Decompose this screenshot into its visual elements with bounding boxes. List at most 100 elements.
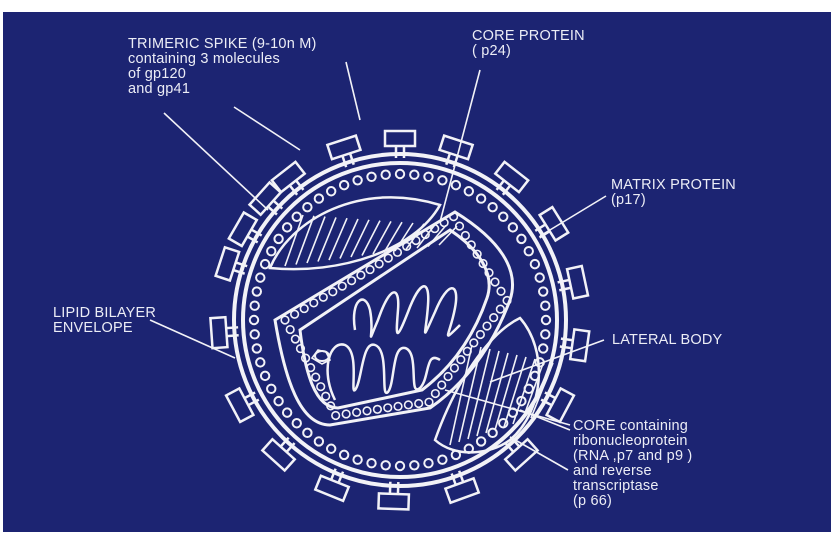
core-bead (415, 400, 423, 408)
core-bead (329, 288, 337, 296)
matrix-bead (293, 213, 301, 221)
core-bead (332, 412, 340, 420)
matrix-bead (274, 397, 282, 405)
spike (216, 247, 251, 284)
matrix-bead (340, 451, 348, 459)
core-bead (348, 277, 356, 285)
matrix-bead (531, 260, 539, 268)
matrix-bead (367, 173, 375, 181)
core-bead (281, 316, 289, 324)
label-lipid-bilayer: LIPID BILAYER ENVELOPE (53, 306, 156, 336)
core-bead (497, 287, 505, 295)
matrix-bead (267, 385, 275, 393)
label-lateral-body: LATERAL BODY (612, 333, 722, 348)
core-bead (412, 237, 420, 245)
matrix-bead (353, 176, 361, 184)
core-bead (462, 232, 470, 240)
core-bead (438, 381, 446, 389)
leader-core-3 (510, 437, 568, 470)
matrix-bead (477, 194, 485, 202)
core-bead (292, 335, 300, 343)
core-bead (451, 364, 459, 372)
matrix-bead (253, 344, 261, 352)
spike (327, 136, 364, 171)
rna-strand-upper (354, 286, 460, 336)
core-bead (312, 373, 320, 381)
core-bead (470, 339, 478, 347)
spike-head (210, 317, 227, 348)
matrix-bead (250, 316, 258, 324)
label-trimeric-spike: TRIMERIC SPIKE (9-10n M) containing 3 mo… (128, 37, 317, 97)
matrix-bead (396, 170, 404, 178)
matrix-bead (465, 187, 473, 195)
matrix-bead (424, 459, 432, 467)
matrix-bead (274, 235, 282, 243)
matrix-bead (381, 461, 389, 469)
matrix-bead (477, 437, 485, 445)
matrix-bead (283, 408, 291, 416)
core-bead (375, 260, 383, 268)
core-bead (405, 401, 413, 409)
core-bead (384, 404, 392, 412)
core-bead (286, 326, 294, 334)
matrix-bead (303, 203, 311, 211)
lateral-body-upper (270, 197, 440, 269)
leader-matrix (540, 196, 606, 236)
leader-spike-2 (164, 113, 268, 210)
spike-head (327, 136, 360, 160)
matrix-bead (261, 260, 269, 268)
matrix-bead (499, 213, 507, 221)
matrix-bead (541, 330, 549, 338)
core-bead (317, 383, 325, 391)
hatch-line (340, 219, 358, 259)
core-bead (444, 373, 452, 381)
core-bead (497, 305, 505, 313)
matrix-bead (293, 419, 301, 427)
core-bead (490, 314, 498, 322)
core-bead (384, 254, 392, 262)
core-bead (425, 398, 433, 406)
matrix-bead (539, 287, 547, 295)
spike-head (567, 266, 588, 298)
matrix-bead (251, 301, 259, 309)
leader-spike-3 (346, 62, 360, 120)
matrix-bead (488, 203, 496, 211)
matrix-bead (541, 301, 549, 309)
matrix-bead (452, 181, 460, 189)
core-capsid-outer (275, 212, 513, 425)
core-bead (291, 310, 299, 318)
core-bead (477, 331, 485, 339)
lateral-body-upper-hatch (285, 215, 457, 266)
matrix-bead (261, 372, 269, 380)
spike-stalk (561, 339, 573, 341)
core-bead (338, 282, 346, 290)
matrix-bead (267, 247, 275, 255)
core-bead (342, 410, 350, 418)
matrix-bead (381, 171, 389, 179)
core-bead (374, 406, 382, 414)
matrix-bead (517, 235, 525, 243)
core-bead (320, 293, 328, 301)
hatch-line (351, 220, 369, 257)
core-bead (457, 356, 465, 364)
core-bead (394, 403, 402, 411)
trimeric-spikes (210, 131, 589, 509)
spike-head (378, 493, 409, 509)
matrix-bead (303, 429, 311, 437)
matrix-bead (327, 445, 335, 453)
hatch-line (362, 221, 380, 256)
core-bead (322, 392, 330, 400)
label-core-protein: CORE PROTEIN ( p24) (472, 29, 585, 59)
hatch-line (296, 216, 314, 265)
spike (441, 467, 478, 503)
core-bead (300, 305, 308, 313)
core-bead (310, 299, 318, 307)
matrix-bead (327, 187, 335, 195)
leader-spike-1 (234, 107, 300, 150)
envelope-inner-ring (243, 163, 557, 477)
spike-stalk (227, 335, 239, 336)
matrix-bead (424, 173, 432, 181)
core-bead (353, 409, 361, 417)
core-bead (483, 322, 491, 330)
